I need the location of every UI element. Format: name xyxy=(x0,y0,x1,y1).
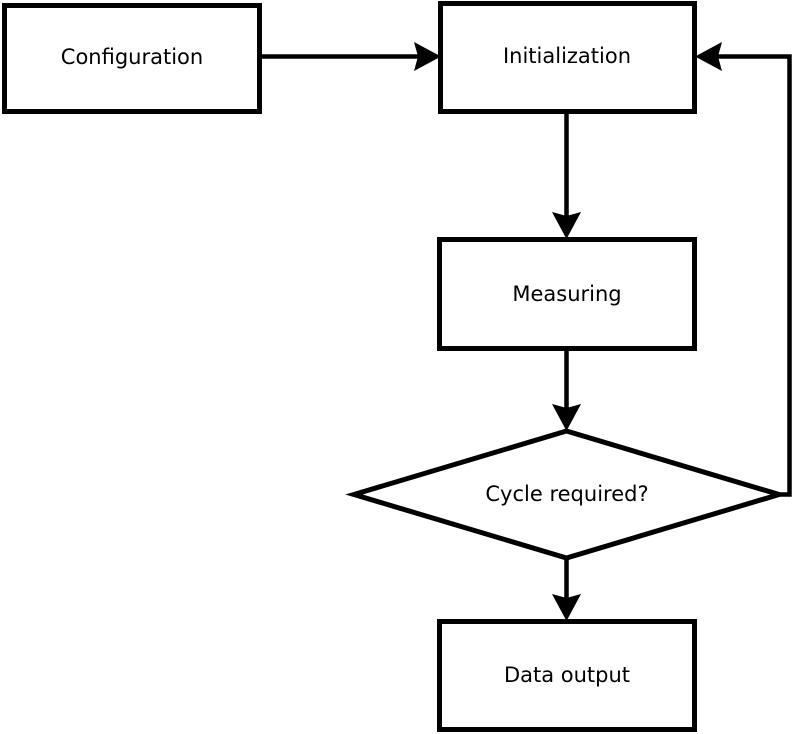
feedback-loop-path xyxy=(704,54,792,497)
edge-measuring-to-decision xyxy=(552,348,581,431)
configuration-box[interactable] xyxy=(2,3,262,114)
decision-to-output-arrowhead xyxy=(552,594,581,621)
node-measuring[interactable]: Measuring xyxy=(437,237,697,351)
decision-label: Cycle required? xyxy=(485,482,648,506)
measuring-to-decision-arrowhead xyxy=(552,404,581,431)
initialization-box[interactable] xyxy=(438,1,697,114)
config-to-init-arrowhead xyxy=(414,42,441,71)
feedback-loop-arrowhead xyxy=(695,42,722,71)
node-configuration[interactable]: Configuration xyxy=(2,3,262,114)
configuration-label: Configuration xyxy=(61,45,203,69)
node-decision-cycle-required[interactable]: Cycle required? xyxy=(345,428,788,561)
edge-decision-to-initialization-feedback-loop xyxy=(695,42,792,497)
node-initialization[interactable]: Initialization xyxy=(438,1,697,114)
data-output-label: Data output xyxy=(504,663,630,687)
initialization-label: Initialization xyxy=(503,44,631,68)
edge-initialization-to-measuring xyxy=(552,110,581,239)
init-to-measuring-arrowhead xyxy=(552,212,581,239)
node-data-output[interactable]: Data output xyxy=(437,619,697,732)
data-output-box[interactable] xyxy=(437,619,697,732)
decision-diamond[interactable] xyxy=(345,428,788,561)
measuring-label: Measuring xyxy=(512,282,621,306)
measuring-box[interactable] xyxy=(437,237,697,351)
edge-decision-to-data-output xyxy=(552,556,581,621)
edge-configuration-to-initialization xyxy=(260,42,441,71)
